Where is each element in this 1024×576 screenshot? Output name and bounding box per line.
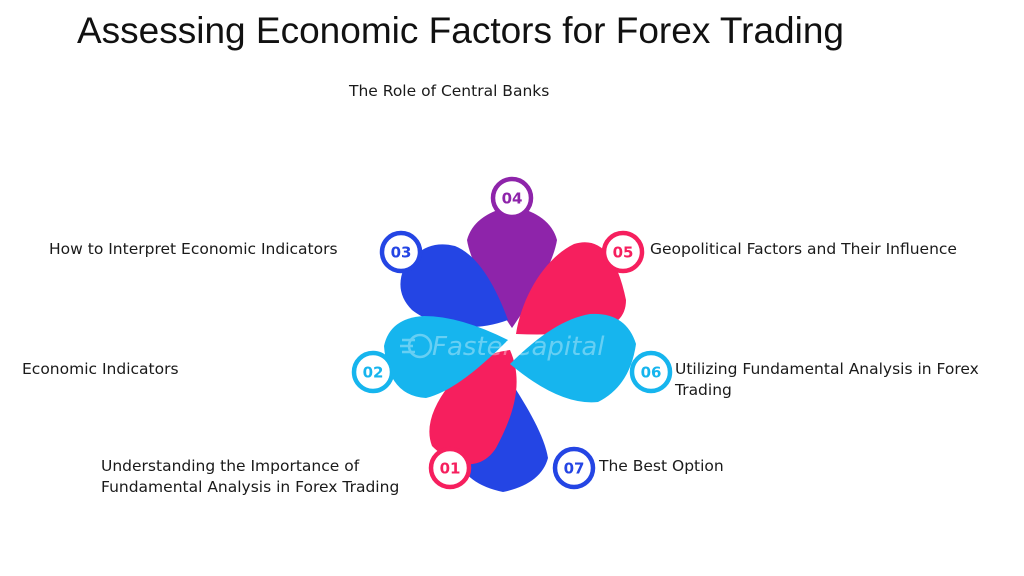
page-title: Assessing Economic Factors for Forex Tra…	[77, 10, 845, 51]
petal-06	[510, 313, 636, 403]
petal-01	[429, 350, 517, 465]
petal-05	[516, 242, 626, 335]
badge-05: 05	[601, 230, 645, 274]
petal-04	[467, 206, 557, 328]
badge-03: 03	[379, 230, 423, 274]
badges: 04 03 05 02 06 01 07	[351, 176, 673, 490]
badge-03-number: 03	[391, 244, 412, 262]
petal-03	[400, 244, 508, 328]
badge-01-number: 01	[440, 460, 461, 478]
badge-04: 04	[490, 176, 534, 220]
petal-02	[384, 316, 508, 398]
step-06-label: Utilizing Fundamental Analysis in Forex …	[675, 360, 979, 399]
badge-04-number: 04	[502, 190, 523, 208]
badge-07-number: 07	[564, 460, 585, 478]
step-07-label: The Best Option	[599, 457, 724, 475]
badge-02-number: 02	[363, 364, 384, 382]
badge-06-number: 06	[641, 364, 662, 382]
step-03-label: How to Interpret Economic Indicators	[49, 240, 338, 258]
badge-07: 07	[552, 446, 596, 490]
step-04-label: The Role of Central Banks	[349, 82, 550, 100]
badge-01: 01	[428, 446, 472, 490]
petals	[384, 206, 636, 492]
watermark-text: FasterCapital	[432, 332, 605, 362]
step-01-label: Understanding the Importance of Fundamen…	[101, 457, 400, 496]
badge-02: 02	[351, 350, 395, 394]
fastercapital-logo-icon	[400, 333, 433, 359]
badge-06: 06	[629, 350, 673, 394]
watermark: FasterCapital	[400, 332, 605, 362]
step-02-label: Economic Indicators	[22, 360, 179, 378]
step-05-label: Geopolitical Factors and Their Influence	[650, 240, 957, 258]
badge-05-number: 05	[613, 244, 634, 262]
